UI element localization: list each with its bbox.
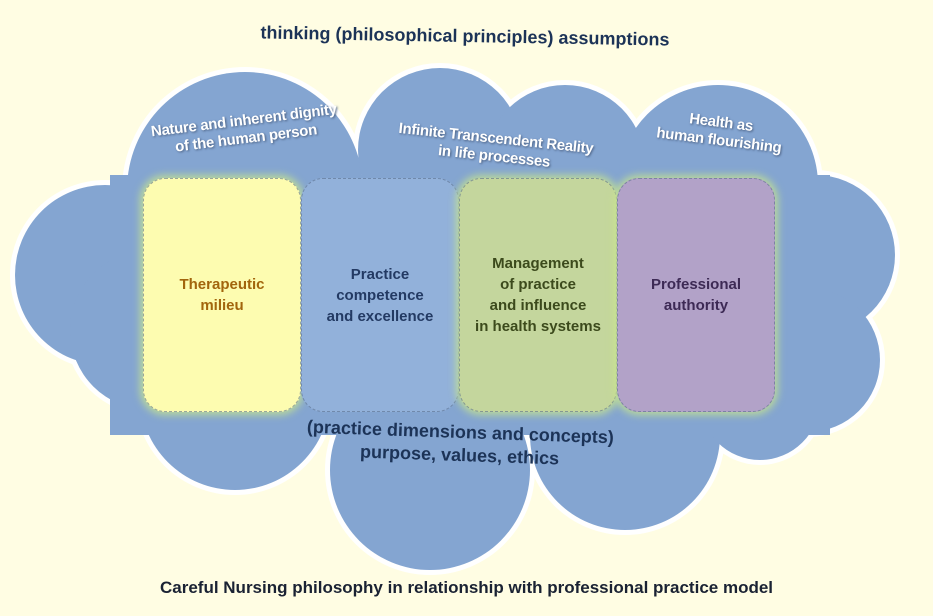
box-label-line: Management xyxy=(492,255,584,272)
box-label-line: authority xyxy=(663,297,729,314)
management-practice-box: Management of practice and influence in hea… xyxy=(459,178,617,412)
box-label-line: and excellence xyxy=(326,307,434,325)
box-label-line: and influence xyxy=(489,297,587,314)
box-label-line: of practice xyxy=(500,276,576,293)
box-label-line: milieu xyxy=(200,297,244,314)
box-label-line: Therapeutic xyxy=(179,276,265,293)
box-label-line: competence xyxy=(336,286,424,304)
box-label-line: in health systems xyxy=(475,318,601,335)
professional-authority-box: Professional authority xyxy=(617,178,775,412)
practice-competence-box: Practice competence and excellence xyxy=(301,178,459,412)
caption: Careful Nursing philosophy in relationsh… xyxy=(159,578,774,597)
box-label-line: Practice xyxy=(350,265,410,283)
box-label-line: Professional xyxy=(650,276,742,293)
therapeutic-milieu-box: Therapeutic milieu xyxy=(143,178,301,412)
